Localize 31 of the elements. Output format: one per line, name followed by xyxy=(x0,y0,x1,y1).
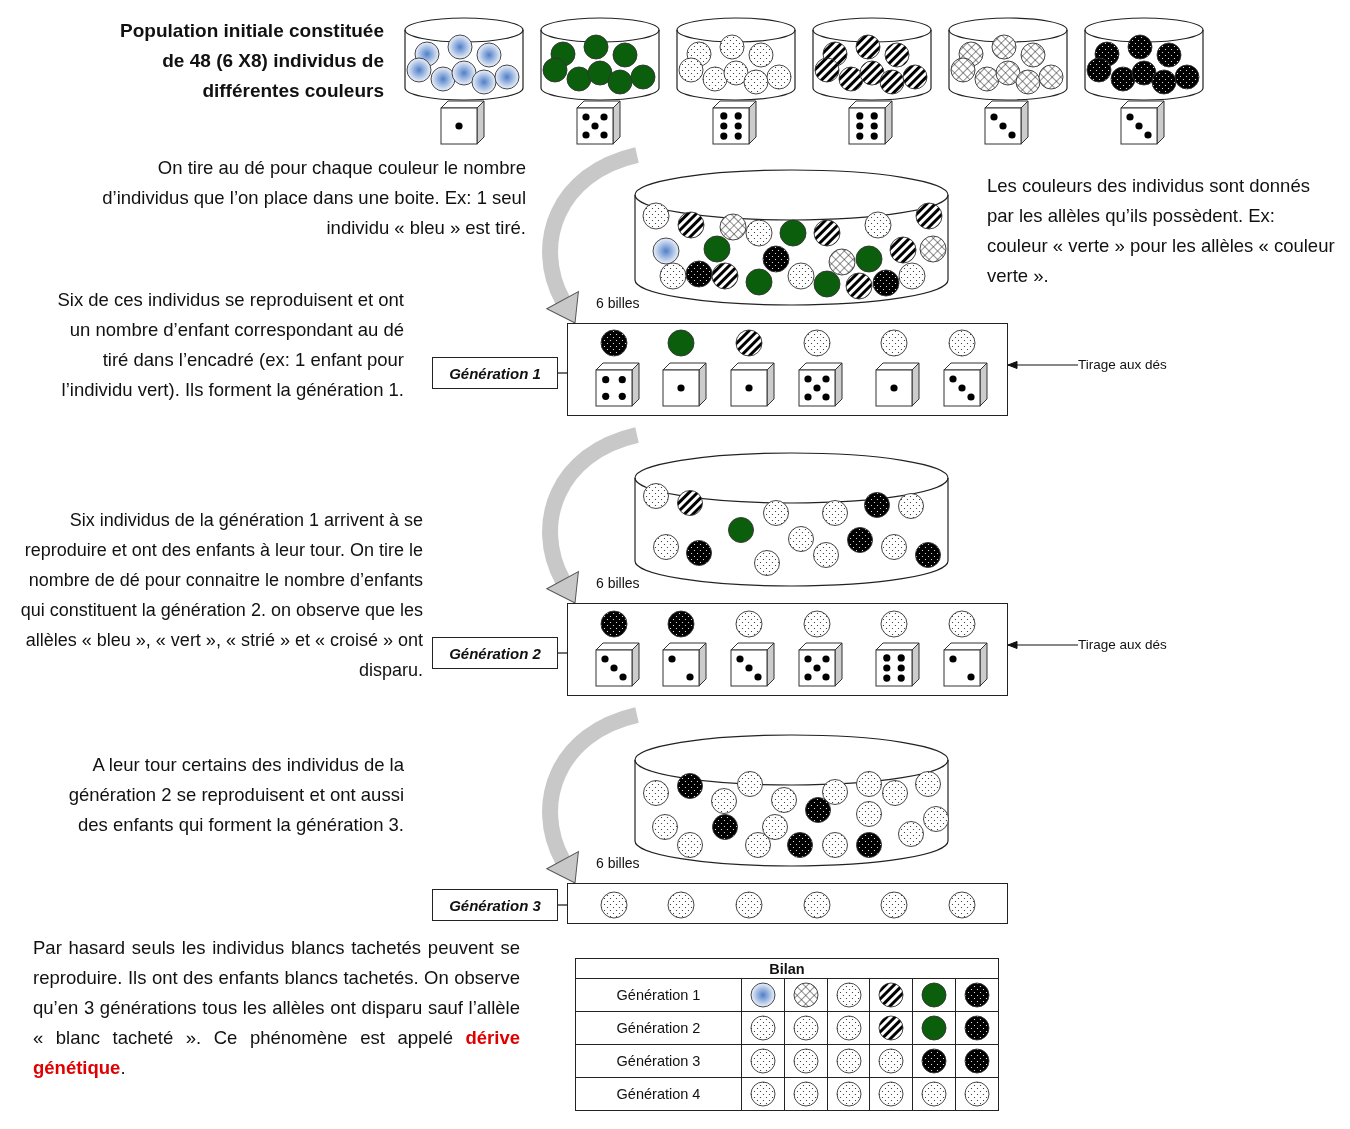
annotation-text: Tirage aux dés xyxy=(1078,354,1188,376)
edge-label: 6 billes xyxy=(595,855,641,871)
curved-arrow xyxy=(542,147,640,325)
annotation-text: Tirage aux dés xyxy=(1078,634,1188,656)
table-header: Bilan xyxy=(575,958,999,979)
label-box: Génération 2 xyxy=(432,637,558,669)
label-box: Génération 1 xyxy=(432,357,558,389)
paragraph: Par hasard seuls les individus blancs tachetés peuvent se reproduire. Ils ont des enfants blancs tachetés. On observe qu’en 3 générations tous les allèles ont disparu sauf l’allèle « blanc tacheté ». Ce phénomène est appelé dérive génétique. xyxy=(33,936,520,1080)
row-header: Génération 2 xyxy=(575,1011,742,1045)
paragraph: Les couleurs des individus sont donnés par les allèles qu’ils possèdent. Ex: couleur « verte » pour les allèles « couleur verte ». xyxy=(987,174,1336,288)
arrow xyxy=(1007,641,1079,649)
frame-box xyxy=(567,323,1008,416)
edge-label: 6 billes xyxy=(595,575,641,591)
paragraph: Six individus de la génération 1 arrivent à se reproduire et ont des enfants à leur tour. On tire le nombre de dé pour connaitre le nombre d’enfants qui constituent la génération 2. on observe que les allèles « bleu », « vert », « strié » et « croisé » ont disparu. xyxy=(19,509,423,682)
label-box: Génération 3 xyxy=(432,889,558,921)
arrow xyxy=(1007,361,1079,369)
row-header: Génération 4 xyxy=(575,1077,742,1111)
curved-arrow xyxy=(542,707,640,885)
paragraph: Six de ces individus se reproduisent et ont un nombre d’enfant correspondant au dé tiré dans l’encadré (ex: 1 enfant pour l’individu vert). Ils forment la génération 1. xyxy=(56,288,404,402)
curved-arrow xyxy=(542,427,640,605)
frame-box xyxy=(567,603,1008,696)
edge-label: 6 billes xyxy=(595,295,641,311)
row-header: Génération 1 xyxy=(575,978,742,1012)
connector-line xyxy=(557,904,568,906)
connector-line xyxy=(557,652,568,654)
paragraph: A leur tour certains des individus de la génération 2 se reproduisent et ont aussi des enfants qui forment la génération 3. xyxy=(67,753,404,837)
paragraph: On tire au dé pour chaque couleur le nombre d’individus que l’on place dans une boite. Ex: 1 seul individu « bleu » est tiré. xyxy=(101,156,526,240)
paragraph: Population initiale constituée de 48 (6 X8) individus de différentes couleurs xyxy=(120,19,384,103)
frame-box xyxy=(567,883,1008,924)
connector-line xyxy=(557,372,568,374)
row-header: Génération 3 xyxy=(575,1044,742,1078)
